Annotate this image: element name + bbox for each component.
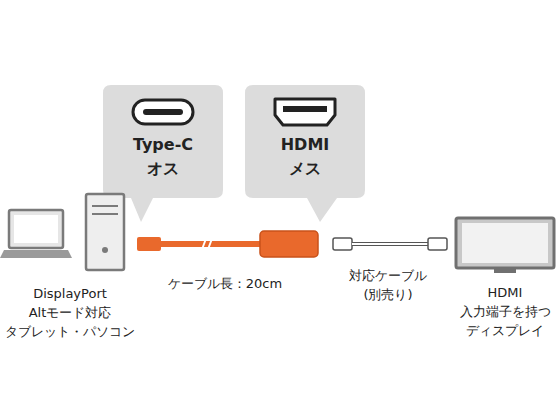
computer-device: DisplayPort Altモード対応 タブレット・パソコン bbox=[0, 188, 140, 348]
node-text: Type-C オス bbox=[128, 133, 198, 181]
display-device: HDMI 入力端子を持つ ディスプレイ bbox=[450, 210, 560, 350]
type-c-plug bbox=[137, 237, 161, 251]
callout-bubble: HDMI メス bbox=[245, 85, 365, 222]
node-text: HDMI 入力端子を持つ ディスプレイ bbox=[455, 283, 555, 340]
break-mark bbox=[207, 236, 213, 252]
hdmi-plug bbox=[333, 238, 352, 250]
node-text: DisplayPort Altモード対応 タブレット・パソコン bbox=[0, 284, 140, 341]
hdmi-cable bbox=[352, 242, 428, 246]
hdmi-female-housing bbox=[260, 231, 318, 257]
node-text: HDMI メス bbox=[270, 133, 340, 181]
hdmi-cable-core bbox=[352, 243, 428, 245]
hdmi-plug bbox=[428, 238, 447, 250]
cable-length-label: ケーブル長：20cm bbox=[140, 274, 310, 293]
compatible-cable-label: 対応ケーブル (別売り) bbox=[345, 266, 431, 304]
break-mark bbox=[201, 236, 207, 252]
